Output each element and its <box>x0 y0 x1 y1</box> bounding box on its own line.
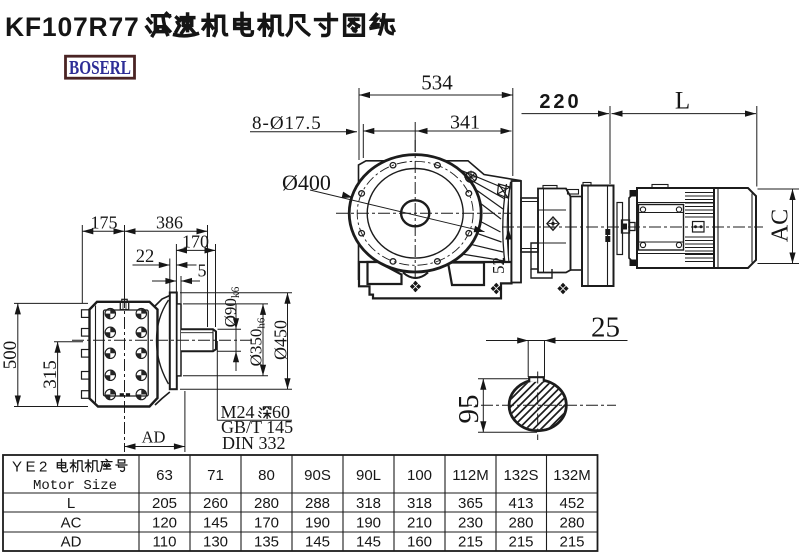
svg-text:280: 280 <box>559 515 584 532</box>
svg-text:280: 280 <box>508 515 533 532</box>
svg-text:8-Ø17.5: 8-Ø17.5 <box>252 113 322 134</box>
svg-text:190: 190 <box>305 515 330 532</box>
svg-text:160: 160 <box>407 534 432 551</box>
svg-text:100: 100 <box>407 467 432 484</box>
svg-text:170: 170 <box>254 515 279 532</box>
svg-text:210: 210 <box>407 515 432 532</box>
svg-text:22: 22 <box>136 247 155 267</box>
svg-text:L: L <box>675 88 690 115</box>
svg-text:170: 170 <box>182 232 209 252</box>
svg-text:Motor Size: Motor Size <box>33 478 117 494</box>
svg-text:145: 145 <box>203 515 228 532</box>
svg-text:130: 130 <box>203 534 228 551</box>
svg-text:365: 365 <box>458 495 483 512</box>
svg-text:KF107R77: KF107R77 <box>5 12 140 42</box>
svg-text:AC: AC <box>768 209 794 242</box>
svg-text:AD: AD <box>61 534 82 551</box>
svg-text:Ø450: Ø450 <box>271 320 291 360</box>
svg-text:288: 288 <box>305 495 330 512</box>
svg-text:132M: 132M <box>553 467 591 484</box>
svg-text:90L: 90L <box>356 467 381 484</box>
svg-text:25: 25 <box>591 312 620 344</box>
svg-text:260: 260 <box>203 495 228 512</box>
svg-text:205: 205 <box>152 495 177 512</box>
svg-text:60: 60 <box>272 402 290 422</box>
svg-text:Ø350h6: Ø350h6 <box>247 317 268 366</box>
svg-text:220: 220 <box>539 91 581 113</box>
svg-text:DIN 332: DIN 332 <box>222 433 286 453</box>
svg-text:215: 215 <box>458 534 483 551</box>
svg-text:AC: AC <box>61 515 82 532</box>
svg-text:452: 452 <box>559 495 584 512</box>
svg-text:318: 318 <box>356 495 381 512</box>
svg-text:315: 315 <box>40 360 61 389</box>
svg-text:413: 413 <box>508 495 533 512</box>
svg-text:95: 95 <box>453 395 485 424</box>
svg-text:386: 386 <box>156 213 183 233</box>
svg-text:YE2: YE2 <box>12 459 51 476</box>
svg-text:215: 215 <box>559 534 584 551</box>
svg-text:71: 71 <box>207 467 224 484</box>
svg-text:L: L <box>67 495 75 512</box>
svg-text:AD: AD <box>142 428 166 447</box>
svg-text:52: 52 <box>489 257 508 274</box>
svg-text:BOSERL: BOSERL <box>69 57 131 79</box>
svg-text:135: 135 <box>254 534 279 551</box>
svg-text:318: 318 <box>407 495 432 512</box>
svg-text:120: 120 <box>152 515 177 532</box>
svg-text:500: 500 <box>0 341 21 370</box>
svg-text:Ø400: Ø400 <box>282 170 331 195</box>
svg-text:112M: 112M <box>452 467 488 484</box>
svg-text:110: 110 <box>153 534 177 551</box>
svg-text:175: 175 <box>91 213 118 233</box>
svg-text:534: 534 <box>421 71 453 95</box>
svg-text:132S: 132S <box>503 467 538 484</box>
svg-text:5: 5 <box>198 261 207 281</box>
svg-text:230: 230 <box>458 515 483 532</box>
svg-text:341: 341 <box>450 112 480 134</box>
svg-text:63: 63 <box>156 467 173 484</box>
svg-text:280: 280 <box>254 495 279 512</box>
svg-text:GB/T 145: GB/T 145 <box>221 417 293 437</box>
svg-text:90S: 90S <box>304 467 331 484</box>
svg-text:215: 215 <box>508 534 533 551</box>
svg-text:190: 190 <box>356 515 381 532</box>
svg-text:80: 80 <box>258 467 275 484</box>
svg-text:M24: M24 <box>221 402 255 422</box>
svg-text:145: 145 <box>356 534 381 551</box>
svg-text:145: 145 <box>305 534 330 551</box>
